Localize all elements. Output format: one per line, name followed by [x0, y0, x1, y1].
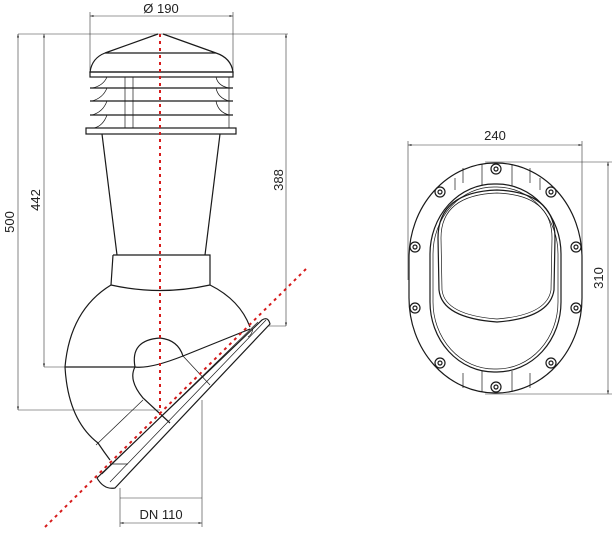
width-label: 240 [484, 128, 506, 143]
bolt-icon [573, 305, 579, 311]
bolt-icon [545, 357, 557, 369]
height-label: 310 [591, 267, 606, 289]
bolt-icon [490, 163, 502, 175]
height-mid-label: 442 [28, 189, 43, 211]
height-total-label: 500 [2, 211, 17, 233]
bolt-icon [545, 186, 557, 198]
bolt-icon [493, 384, 499, 390]
bolt-icon [570, 302, 582, 314]
bolts [409, 163, 582, 393]
side-view: Ø 190 500 442 388 [2, 1, 308, 528]
roof-slope-axis-line [44, 267, 308, 528]
vent-pipe [101, 133, 221, 292]
top-view: 240 310 [407, 128, 612, 395]
width-dimension: 240 [407, 128, 583, 280]
height-cap-dimension: 388 [268, 34, 288, 327]
bolt-icon [409, 241, 421, 253]
diameter-label: Ø 190 [143, 1, 178, 16]
diameter-dimension: Ø 190 [89, 1, 234, 70]
bolt-icon [437, 360, 443, 366]
height-dimension: 310 [485, 161, 612, 395]
height-total-dimension: 500 [2, 34, 160, 411]
bolt-icon [412, 305, 418, 311]
bolt-icon [493, 166, 499, 172]
pipe-dimension: DN 110 [119, 400, 203, 527]
flange [408, 162, 583, 394]
bolt-icon [434, 357, 446, 369]
bolt-icon [570, 241, 582, 253]
bolt-icon [548, 360, 554, 366]
bolt-icon [490, 381, 502, 393]
bolt-icon [412, 244, 418, 250]
bolt-icon [573, 244, 579, 250]
bolt-icon [409, 302, 421, 314]
bolt-icon [548, 189, 554, 195]
roof-flashing [96, 318, 271, 489]
bolt-icon [437, 189, 443, 195]
height-mid-dimension: 442 [28, 34, 66, 368]
bolt-icon [434, 186, 446, 198]
height-cap-label: 388 [271, 169, 286, 191]
pipe-label: DN 110 [139, 507, 182, 522]
swivel-elbow [64, 284, 251, 461]
